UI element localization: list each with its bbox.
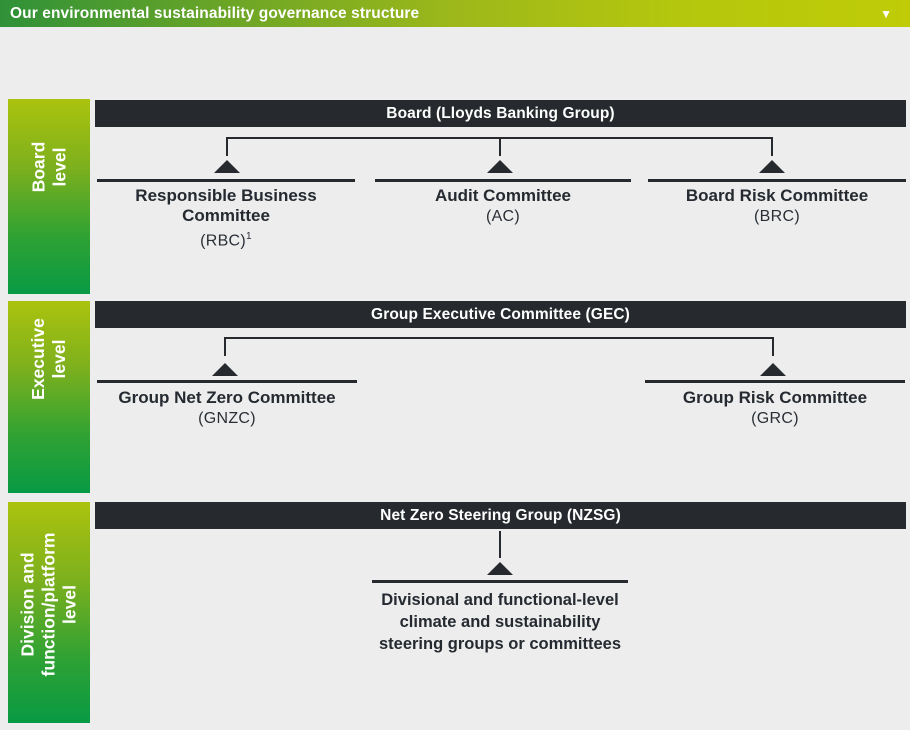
executive-bar: Group Executive Committee (GEC) — [95, 301, 906, 328]
committee-name: Group Net Zero Committee — [118, 388, 336, 407]
committee-divider — [97, 179, 355, 182]
committee-name: Responsible Business Committee — [135, 186, 317, 225]
committee-grc: Group Risk Committee (GRC) — [645, 388, 905, 429]
division-bar: Net Zero Steering Group (NZSG) — [95, 502, 906, 529]
connector-line — [771, 137, 773, 156]
committee-divider — [648, 179, 906, 182]
executive-bar-title: Group Executive Committee (GEC) — [371, 305, 630, 323]
footnote-marker: 1 — [246, 231, 252, 242]
committee-gnzc: Group Net Zero Committee (GNZC) — [97, 388, 357, 429]
division-bar-title: Net Zero Steering Group (NZSG) — [380, 506, 621, 524]
level-label-executive: Executive level — [8, 301, 90, 493]
committee-divisional-groups: Divisional and functional-level climate … — [350, 589, 650, 655]
abbr-text: (RBC) — [200, 232, 247, 250]
committee-abbr: (RBC)1 — [97, 227, 355, 251]
committee-abbr: (BRC) — [754, 208, 800, 225]
committee-name: Board Risk Committee — [685, 186, 869, 205]
arrow-up-icon — [487, 562, 513, 575]
level-label-board: Board level — [8, 99, 90, 294]
committee-abbr: (GNZC) — [198, 410, 256, 427]
committee-abbr: (AC) — [485, 208, 521, 225]
level-label-text: Board level — [28, 141, 69, 192]
connector-line — [226, 137, 228, 156]
committee-brc: Board Risk Committee (BRC) — [648, 186, 906, 227]
section-header[interactable]: Our environmental sustainability governa… — [0, 0, 910, 27]
committee-divider — [97, 380, 357, 383]
arrow-up-icon — [760, 363, 786, 376]
chevron-down-icon[interactable]: ▼ — [880, 6, 892, 21]
connector-line — [224, 337, 774, 339]
committee-name: Group Risk Committee — [682, 388, 868, 407]
committee-divider — [375, 179, 631, 182]
committee-name: Divisional and functional-level climate … — [378, 591, 622, 653]
connector-line — [499, 531, 501, 558]
level-label-division: Division and function/platform level — [8, 502, 90, 723]
arrow-up-icon — [212, 363, 238, 376]
committee-rbc: Responsible Business Committee (RBC)1 — [97, 186, 355, 251]
arrow-up-icon — [487, 160, 513, 173]
committee-ac: Audit Committee (AC) — [374, 186, 632, 227]
level-label-text: Division and function/platform level — [17, 532, 80, 677]
committee-abbr: (GRC) — [751, 410, 799, 427]
committee-divider — [372, 580, 628, 583]
board-bar-title: Board (Lloyds Banking Group) — [386, 104, 615, 122]
board-bar: Board (Lloyds Banking Group) — [95, 100, 906, 127]
level-label-text: Executive level — [28, 318, 69, 400]
arrow-up-icon — [759, 160, 785, 173]
connector-line — [772, 337, 774, 356]
committee-name: Audit Committee — [435, 186, 571, 205]
connector-line — [224, 337, 226, 356]
committee-divider — [645, 380, 905, 383]
page-title: Our environmental sustainability governa… — [10, 4, 420, 22]
arrow-up-icon — [214, 160, 240, 173]
connector-line — [499, 137, 501, 156]
